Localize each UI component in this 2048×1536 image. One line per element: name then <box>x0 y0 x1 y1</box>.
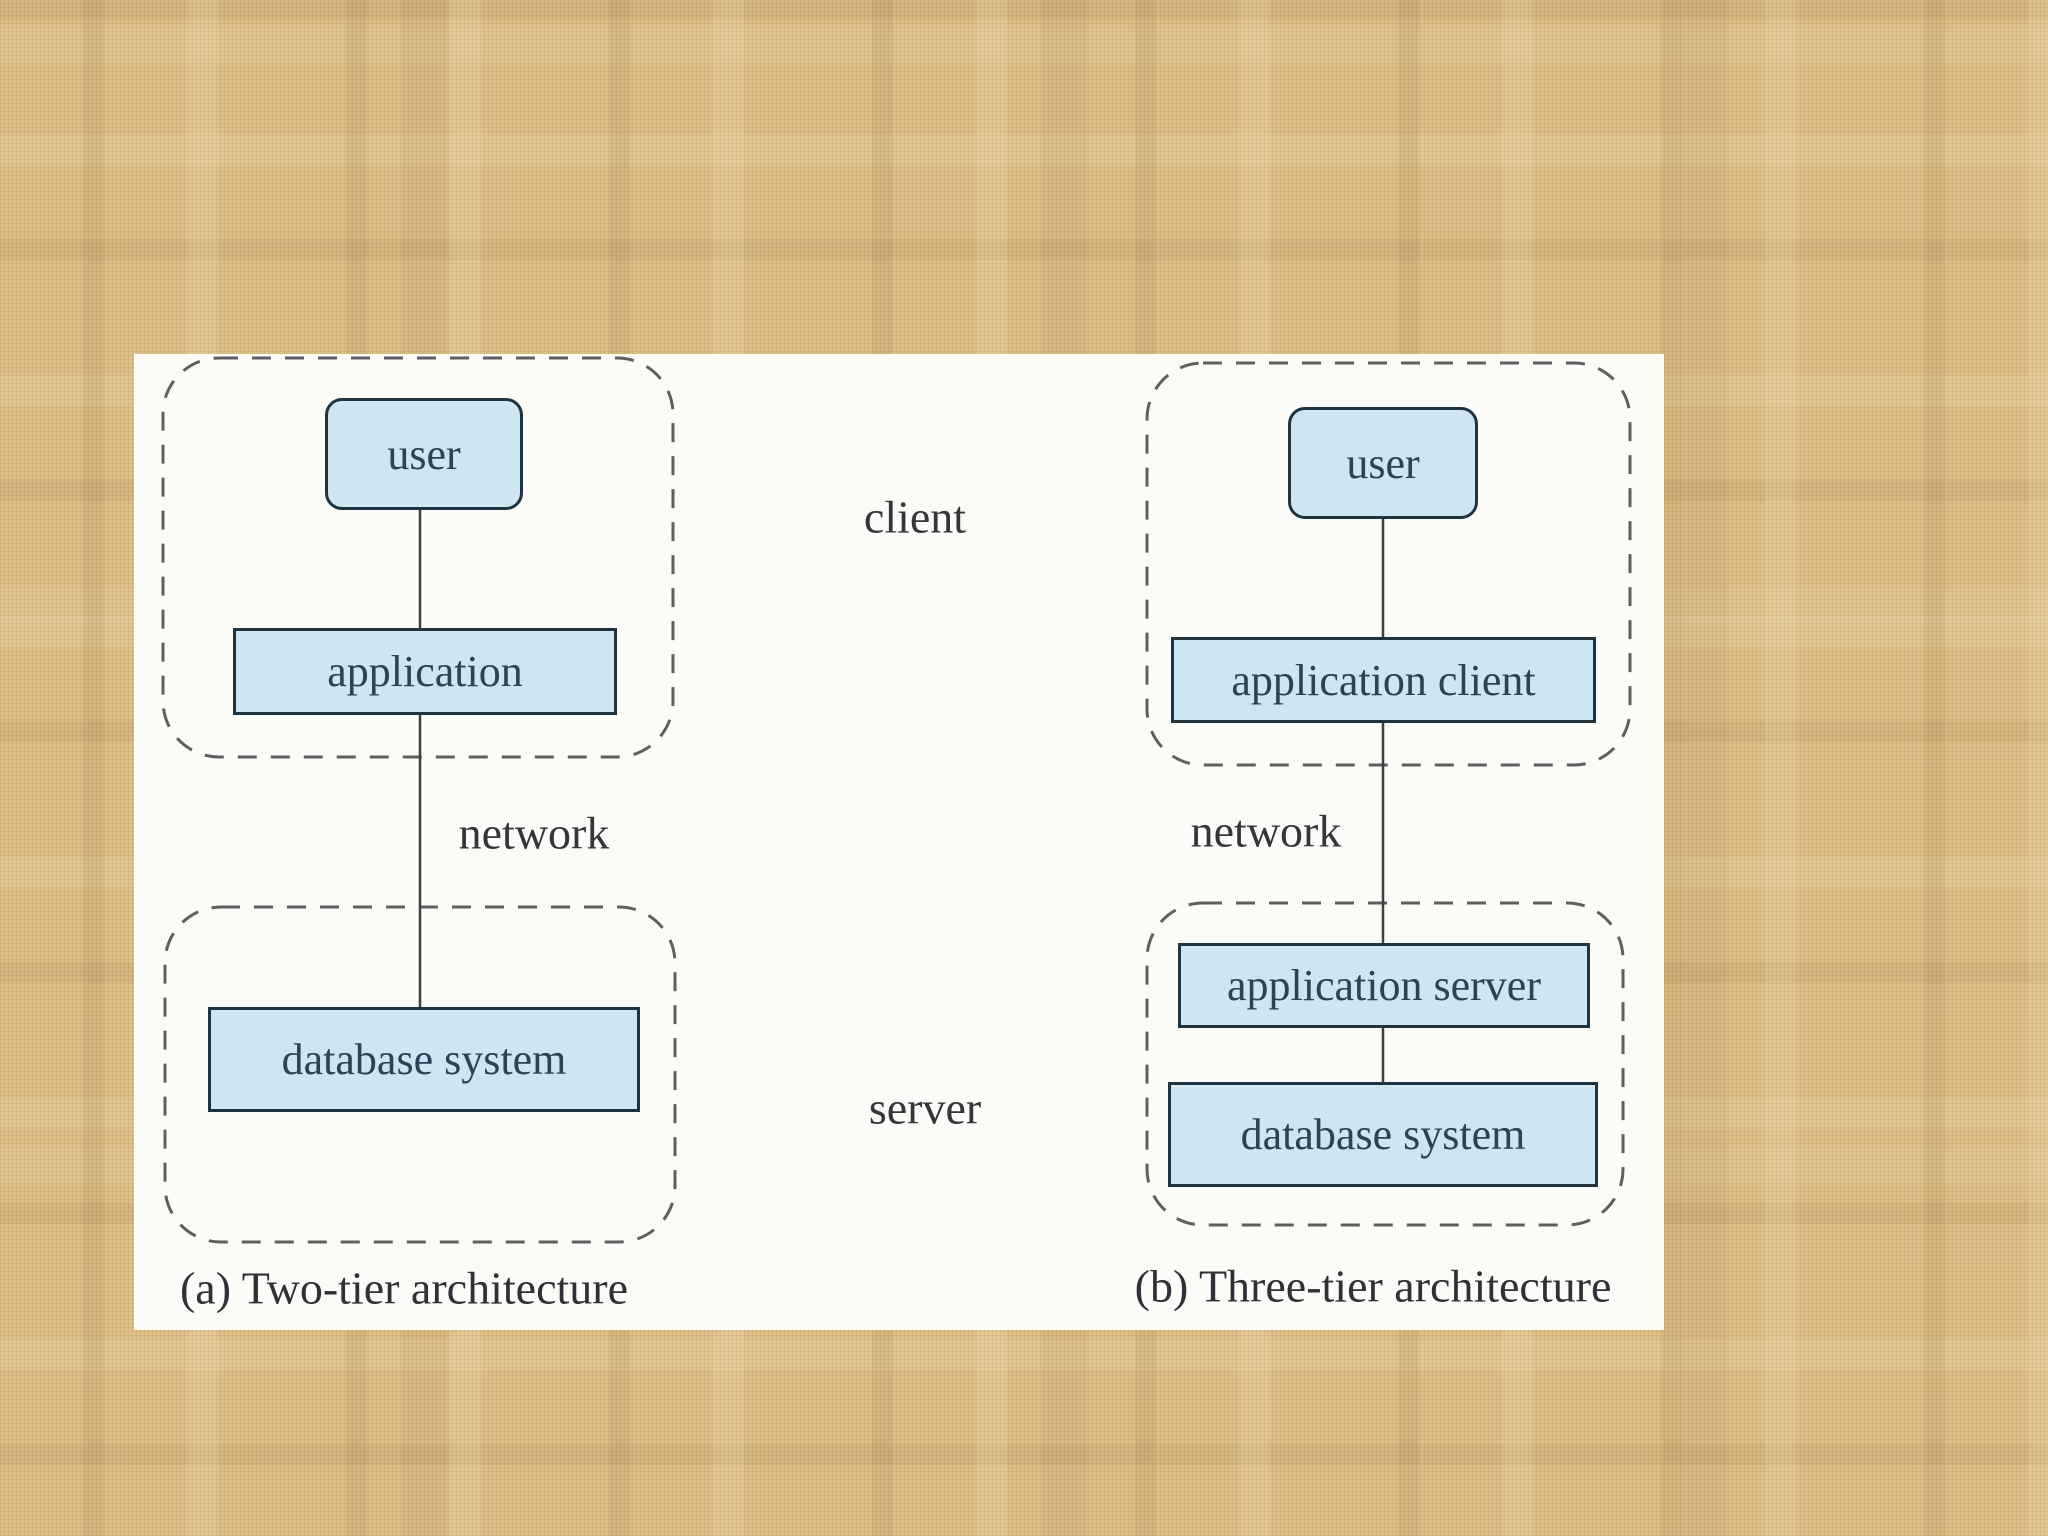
application-server-node: application server <box>1178 943 1590 1028</box>
client-boundary-three-tier <box>1145 361 1632 767</box>
tier-label-server: server <box>868 1082 982 1134</box>
client-boundary-two-tier <box>161 356 675 759</box>
diagram-panel: user application database system network… <box>134 354 1664 1330</box>
database-node-two-tier: database system <box>208 1007 640 1112</box>
diagram-overlay <box>161 356 1632 1244</box>
user-node-two-tier: user <box>325 398 523 510</box>
user-node-three-tier: user <box>1288 407 1478 519</box>
caption-three-tier: (b) Three-tier architecture <box>1134 1260 1612 1312</box>
application-node: application <box>233 628 617 715</box>
server-boundary-three-tier <box>1145 901 1625 1227</box>
database-node-three-tier: database system <box>1168 1082 1598 1187</box>
application-client-node: application client <box>1171 637 1596 723</box>
network-label-three-tier: network <box>1190 805 1342 857</box>
network-label-two-tier: network <box>458 807 610 859</box>
tier-label-client: client <box>863 491 967 543</box>
caption-two-tier: (a) Two-tier architecture <box>179 1262 629 1314</box>
